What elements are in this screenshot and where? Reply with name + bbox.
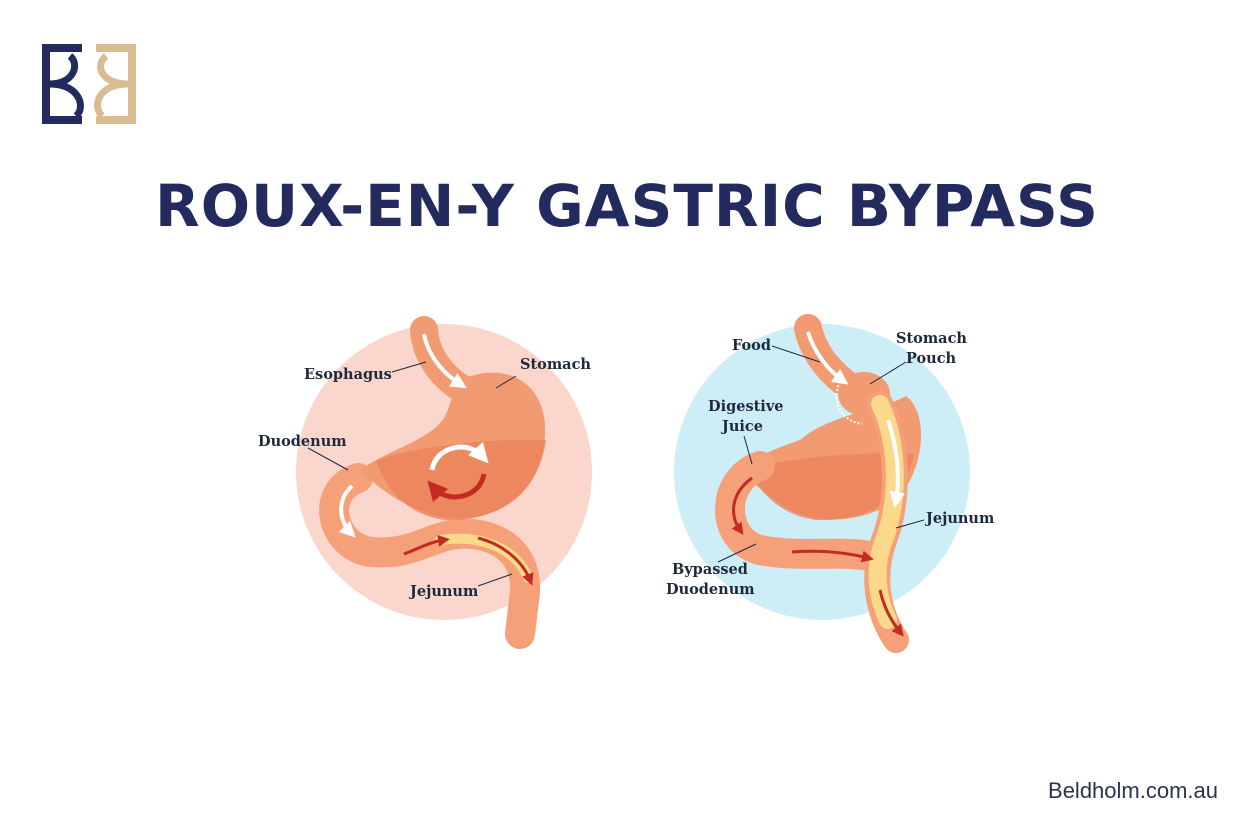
esophagus-arrow bbox=[422, 333, 467, 389]
label-jejunum-after: Jejunum bbox=[924, 510, 995, 527]
food-leader bbox=[771, 345, 821, 363]
bypass-anatomy: Food Stomach Pouch Digestive Juice Jejun… bbox=[666, 314, 995, 653]
jejunum-leader bbox=[477, 573, 513, 587]
jejunum-outflow-arrow bbox=[878, 589, 904, 637]
bypassed-stomach-shade bbox=[748, 453, 914, 521]
duodenum-flow-arrow bbox=[791, 549, 874, 563]
label-stomach-pouch-2: Pouch bbox=[906, 350, 957, 367]
label-stomach-pouch-1: Stomach bbox=[896, 330, 967, 347]
label-jejunum: Jejunum bbox=[408, 583, 479, 600]
label-esophagus: Esophagus bbox=[304, 366, 392, 383]
label-bypassed-duodenum-2: Duodenum bbox=[666, 581, 755, 598]
normal-anatomy: Esophagus Stomach Duodenum Jejunum bbox=[258, 316, 592, 649]
label-digestive-juice-1: Digestive bbox=[708, 398, 783, 415]
bypassed-leader bbox=[717, 543, 757, 563]
jejunum-yellow-core bbox=[868, 395, 904, 629]
juice-leader bbox=[743, 435, 753, 465]
stomach-lower-shade bbox=[376, 439, 546, 521]
jejunum-after-leader bbox=[895, 519, 925, 529]
pouch-arrow bbox=[886, 419, 906, 508]
esophagus-leader bbox=[391, 361, 427, 373]
pouch-leader bbox=[869, 361, 907, 385]
label-food: Food bbox=[732, 337, 771, 354]
jejunum-arrow-red-2 bbox=[477, 536, 534, 586]
stomach-mixing-arrow-white bbox=[429, 441, 489, 471]
juice-arrow bbox=[731, 476, 753, 535]
page-title: ROUX-EN-Y GASTRIC BYPASS bbox=[155, 172, 1099, 240]
label-duodenum: Duodenum bbox=[258, 433, 347, 450]
food-arrow bbox=[806, 331, 849, 385]
stomach-leader bbox=[495, 375, 517, 389]
duodenum-arrow bbox=[338, 484, 356, 538]
label-bypassed-duodenum-1: Bypassed bbox=[672, 561, 748, 578]
label-digestive-juice-2: Juice bbox=[720, 418, 763, 435]
website-url: Beldholm.com.au bbox=[1048, 778, 1218, 803]
stomach-mixing-arrow-red bbox=[427, 473, 487, 503]
jejunum-arrow-red-1 bbox=[403, 534, 450, 556]
duodenum-leader bbox=[307, 447, 349, 471]
monogram-logo-icon bbox=[42, 44, 136, 124]
label-stomach: Stomach bbox=[520, 356, 591, 373]
